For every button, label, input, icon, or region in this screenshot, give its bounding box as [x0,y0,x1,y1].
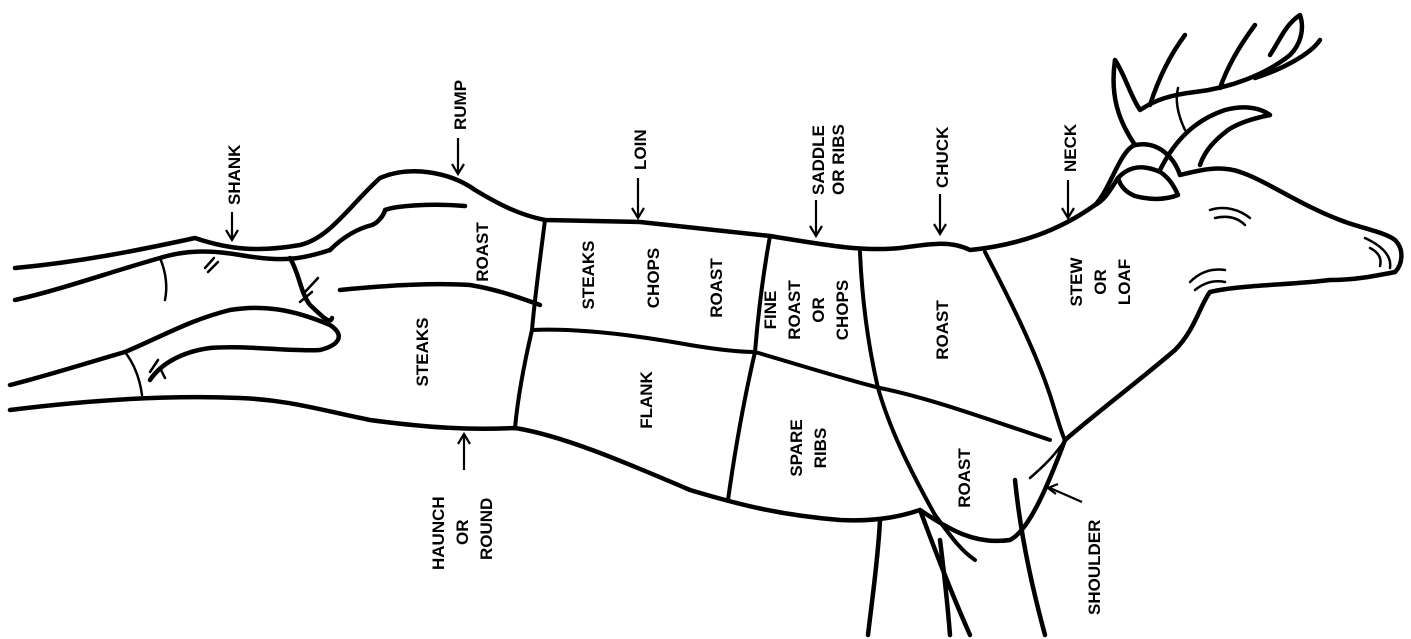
deer-outline [10,15,1401,635]
hock-upper [160,258,166,300]
saddle-chuck-divider [860,252,975,560]
rump-lower-curve [340,284,540,305]
label-loin-roast: ROAST [707,258,726,318]
label-loin-chops: CHOPS [644,248,663,308]
label-neck-line-3: LOAF [1115,259,1134,305]
label-shoulder-roast: ROAST [955,448,974,508]
label-rump-roast: ROAST [473,222,492,282]
label-flank: FLANK [637,370,656,428]
loin-saddle-divider [728,236,770,500]
front-leg-1 [868,520,880,635]
hock-lower [125,352,142,395]
label-spare-ribs-line-1: SPARE [787,419,806,476]
callout-haunch-line-3: ROUND [477,498,496,560]
label-neck-line-1: STEW [1067,256,1086,306]
antler-main [1114,15,1302,145]
muzzle [1365,238,1390,268]
callout-chuck: CHUCK [933,126,952,188]
cut-labels: ROAST STEAKS STEAKS CHOPS ROAST FLANK FI… [413,222,1134,508]
callout-rump: RUMP [451,80,470,130]
callout-loin: LOIN [631,129,650,170]
arrow-loin [632,178,644,218]
callout-saddle-line-2: OR RIBS [829,124,848,195]
cheek-mark [1190,270,1225,291]
arrow-rump [452,138,464,174]
label-saddle-line-1: FINE [761,291,780,330]
callout-saddle-line-1: SADDLE [809,125,828,195]
callout-haunch-line-1: HAUNCH [429,496,448,570]
label-saddle-line-2: ROAST [785,280,804,340]
loin-flank-divider [532,330,755,352]
ear [1118,167,1178,199]
arrow-chuck [934,194,946,234]
chuck-neck-divider [985,252,1065,440]
label-spare-ribs-line-2: RIBS [811,428,830,469]
hind-leg-upper [15,250,330,300]
arrow-saddle [810,200,822,236]
eye-icon [1210,208,1250,225]
label-haunch-steaks: STEAKS [413,318,432,387]
label-chuck-roast: ROAST [933,300,952,360]
neck-top [1095,144,1401,272]
callout-neck: NECK [1061,123,1080,172]
belly-line [10,397,1065,541]
callout-shoulder: SHOULDER [1085,520,1104,615]
hind-leg-lower [10,308,339,385]
antler-back [1160,108,1270,170]
arrow-shoulder [1048,484,1082,502]
label-neck-line-2: OR [1091,269,1110,295]
callout-haunch-line-2: OR [453,520,472,546]
arrow-shank [226,212,238,240]
haunch-loin-divider [515,220,545,428]
region-callouts: SHANK RUMP LOIN SADDLE OR RIBS CHUCK NEC… [225,80,1104,615]
arrow-neck [1062,180,1074,218]
label-loin-steaks: STEAKS [579,241,598,310]
arrow-haunch [458,434,470,470]
label-saddle-line-3: OR [809,297,828,323]
hoof-mark [205,258,218,272]
label-saddle-line-4: CHOPS [833,280,852,340]
callout-shank: SHANK [225,144,244,205]
